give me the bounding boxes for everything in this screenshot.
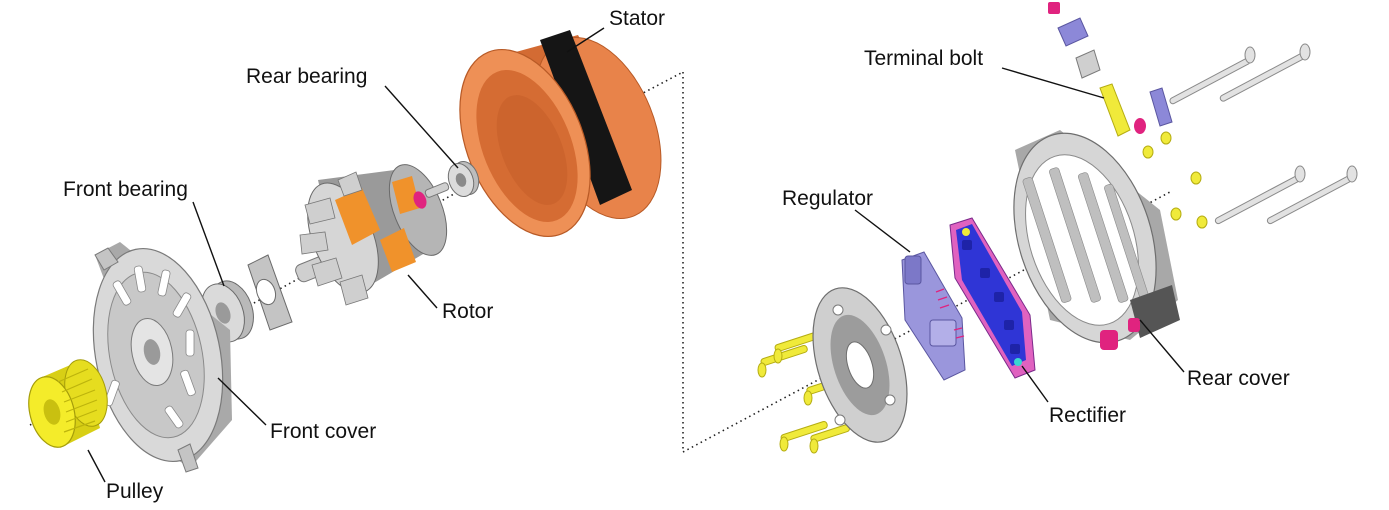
leader-lines — [87, 27, 1185, 483]
rectifier-part — [949, 217, 1036, 379]
front-cover-part — [92, 242, 232, 473]
rotor-part — [295, 164, 450, 306]
label-stator: Stator — [609, 7, 665, 30]
label-regulator: Regulator — [782, 187, 873, 210]
label-front-cover: Front cover — [270, 420, 376, 443]
label-terminal-bolt: Terminal bolt — [864, 47, 983, 70]
through-bolts-part — [1169, 43, 1358, 225]
terminal-parts — [1048, 2, 1208, 229]
label-rotor: Rotor — [442, 300, 493, 323]
label-rear-bearing: Rear bearing — [246, 65, 367, 88]
pulley-part — [28, 359, 108, 448]
rear-bearing-part — [447, 161, 480, 197]
label-pulley: Pulley — [106, 480, 164, 503]
label-rear-cover: Rear cover — [1187, 367, 1290, 390]
spacer-plate-part — [247, 254, 293, 331]
regulator-part — [901, 251, 966, 381]
stator-part — [459, 30, 662, 238]
rear-cover-part — [1013, 130, 1180, 350]
label-front-bearing: Front bearing — [63, 178, 188, 201]
end-plate-part — [812, 287, 908, 443]
label-rectifier: Rectifier — [1049, 404, 1126, 427]
